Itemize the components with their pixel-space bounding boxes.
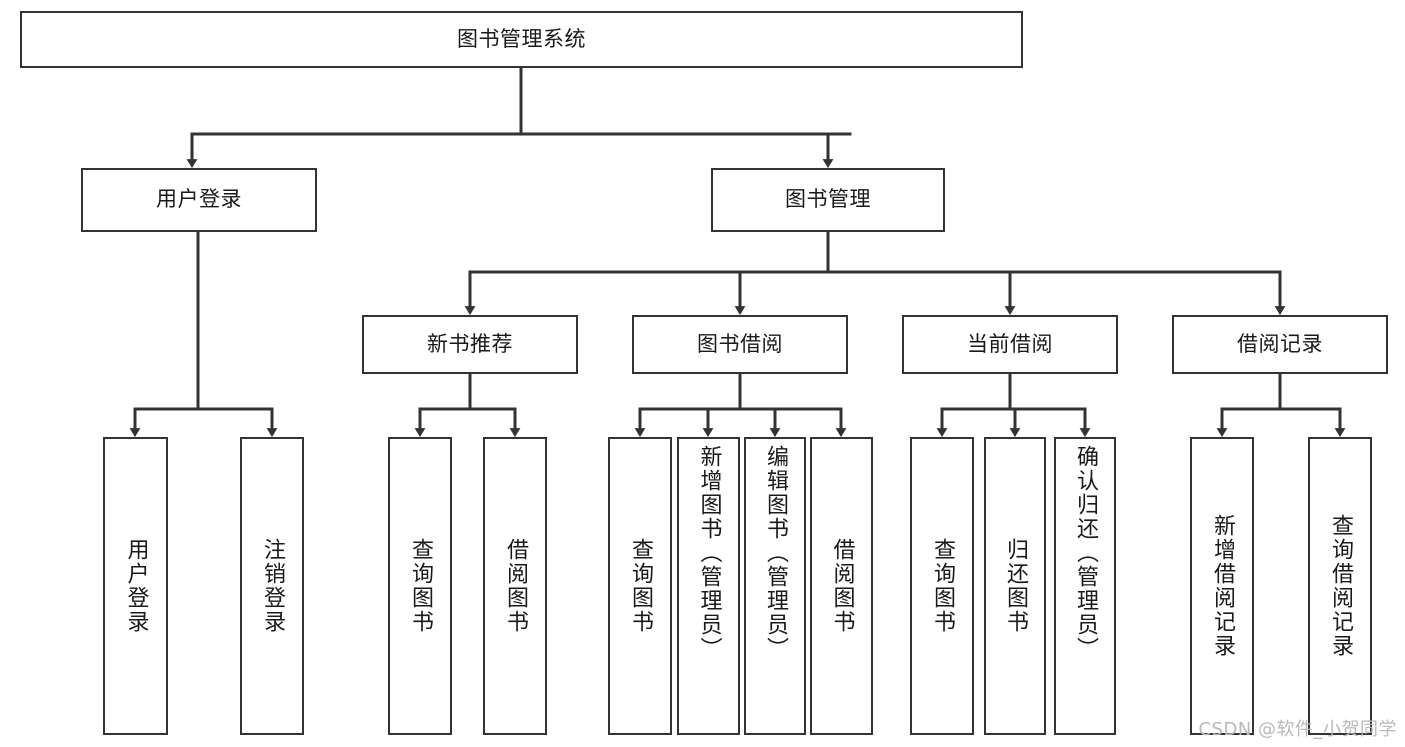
leaf-add-book-admin[interactable]: 新增图书（管理员） xyxy=(677,437,740,735)
node-book-management-label: 图书管理 xyxy=(785,187,871,212)
leaf-return-book[interactable]: 归还图书 xyxy=(984,437,1046,735)
watermark-text: CSDN @软件_小贺同学 xyxy=(1198,719,1397,740)
node-current-borrow[interactable]: 当前借阅 xyxy=(902,315,1118,374)
leaf-query-book-current[interactable]: 查询图书 xyxy=(910,437,974,735)
leaf-query-book-borrow[interactable]: 查询图书 xyxy=(608,437,672,735)
leaf-borrow-book-newbook-label: 借阅图书 xyxy=(503,538,528,634)
node-user-login-label: 用户登录 xyxy=(156,187,242,212)
leaf-logout[interactable]: 注销登录 xyxy=(240,437,304,735)
leaf-confirm-return-admin-label: 确认归还（管理员） xyxy=(1073,445,1098,661)
leaf-query-borrow-record[interactable]: 查询借阅记录 xyxy=(1308,437,1372,735)
leaf-user-login-label: 用户登录 xyxy=(123,538,149,634)
leaf-edit-book-admin[interactable]: 编辑图书（管理员） xyxy=(744,437,806,735)
leaf-add-borrow-record[interactable]: 新增借阅记录 xyxy=(1190,437,1254,735)
leaf-borrow-book-newbook[interactable]: 借阅图书 xyxy=(483,437,547,735)
leaf-logout-label: 注销登录 xyxy=(260,538,285,634)
node-new-book-recommend-label: 新书推荐 xyxy=(427,331,513,356)
node-root-label: 图书管理系统 xyxy=(457,26,586,51)
node-current-borrow-label: 当前借阅 xyxy=(967,331,1053,356)
node-new-book-recommend[interactable]: 新书推荐 xyxy=(362,315,578,374)
leaf-query-book-newbook-label: 查询图书 xyxy=(408,538,433,634)
node-user-login[interactable]: 用户登录 xyxy=(81,168,317,232)
node-book-borrow-label: 图书借阅 xyxy=(697,331,783,356)
node-book-borrow[interactable]: 图书借阅 xyxy=(632,315,848,374)
node-borrow-record[interactable]: 借阅记录 xyxy=(1172,315,1388,374)
leaf-user-login[interactable]: 用户登录 xyxy=(103,437,168,735)
leaf-borrow-book-label: 借阅图书 xyxy=(829,538,855,634)
leaf-query-borrow-record-label: 查询借阅记录 xyxy=(1328,514,1353,658)
leaf-query-book-newbook[interactable]: 查询图书 xyxy=(388,437,452,735)
leaf-add-borrow-record-label: 新增借阅记录 xyxy=(1210,514,1235,658)
leaf-return-book-label: 归还图书 xyxy=(1003,538,1028,634)
leaf-add-book-admin-label: 新增图书（管理员） xyxy=(696,445,722,661)
leaf-borrow-book[interactable]: 借阅图书 xyxy=(810,437,873,735)
leaf-query-book-borrow-label: 查询图书 xyxy=(628,538,653,634)
node-borrow-record-label: 借阅记录 xyxy=(1237,331,1323,356)
leaf-edit-book-admin-label: 编辑图书（管理员） xyxy=(763,445,788,661)
leaf-confirm-return-admin[interactable]: 确认归还（管理员） xyxy=(1054,437,1116,735)
node-book-management[interactable]: 图书管理 xyxy=(711,168,945,232)
node-root[interactable]: 图书管理系统 xyxy=(20,11,1023,68)
leaf-query-book-current-label: 查询图书 xyxy=(930,538,955,634)
